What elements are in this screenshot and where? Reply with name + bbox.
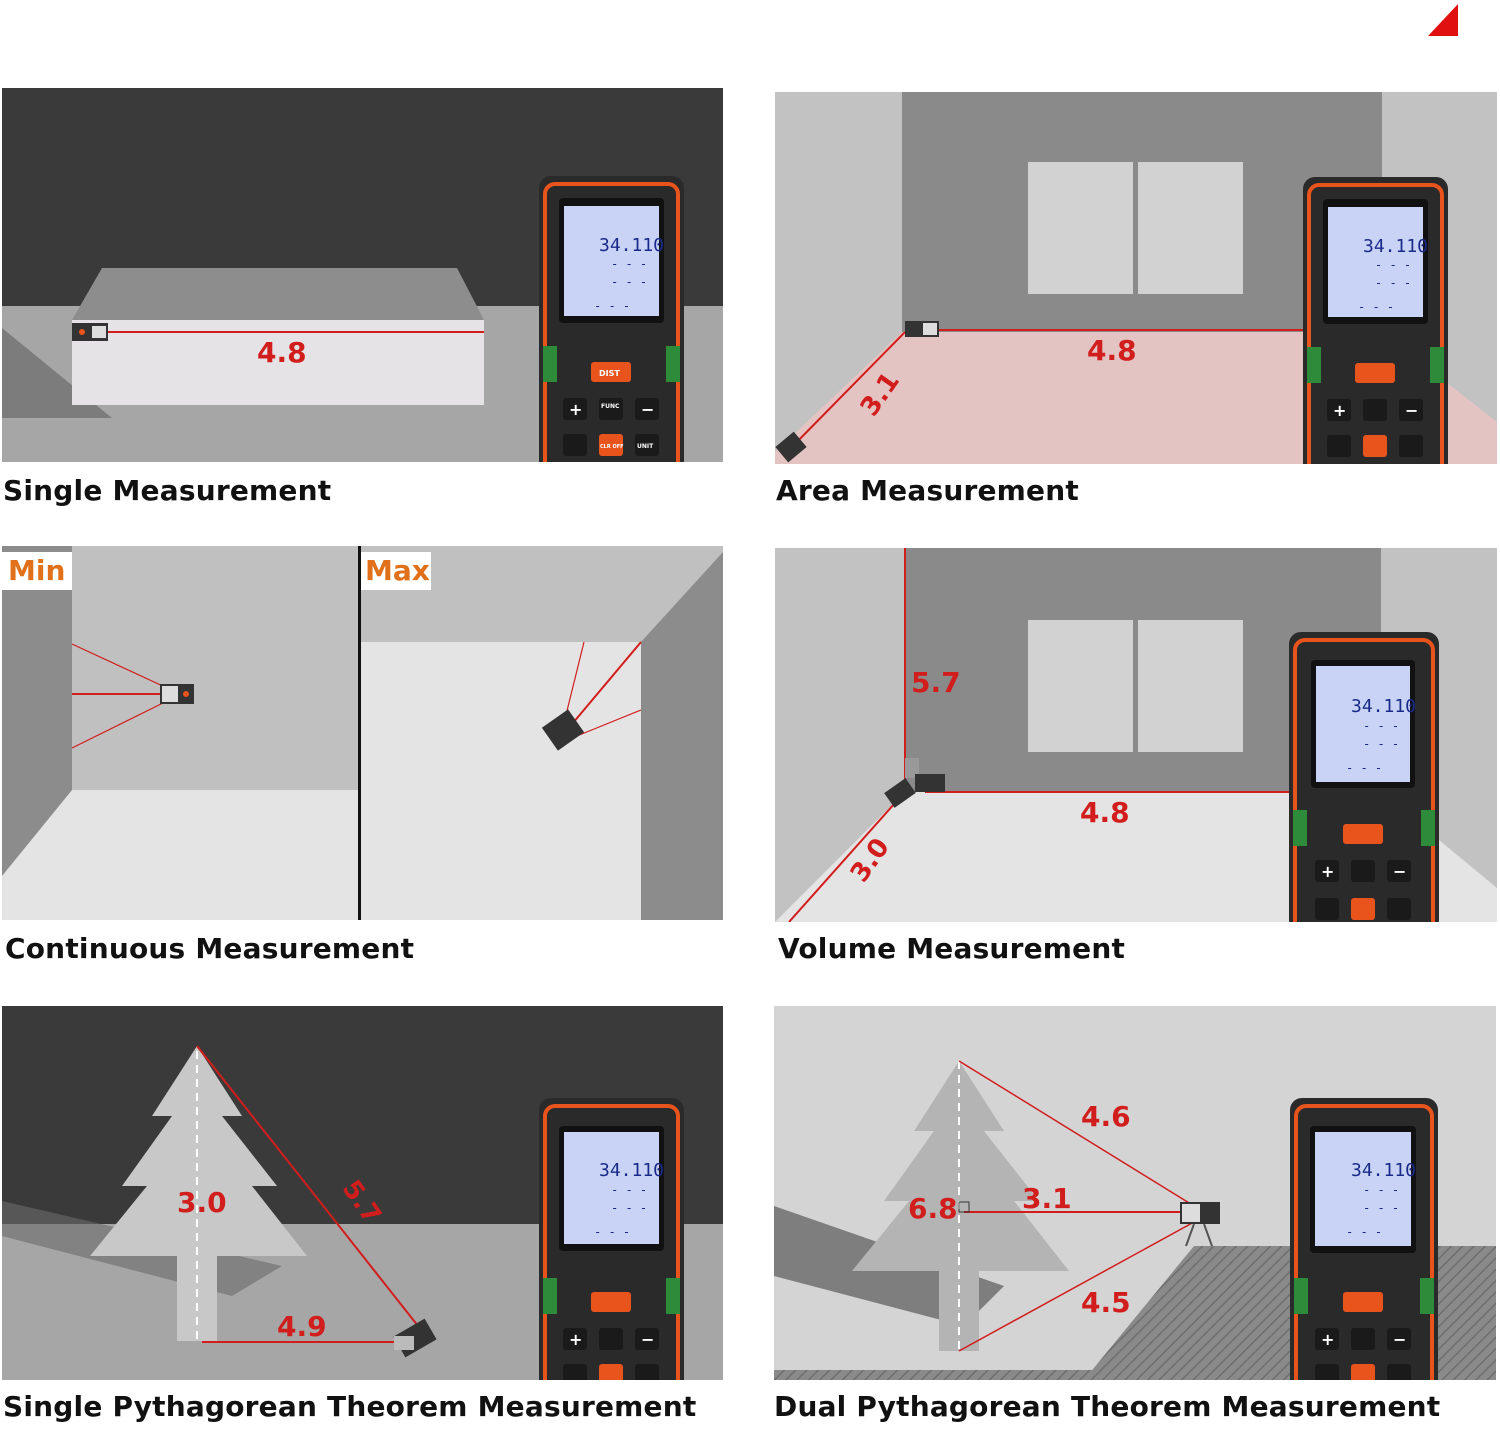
svg-text:- - -: - - - — [1346, 1225, 1382, 1239]
caption-single-pythagorean: Single Pythagorean Theorem Measurement — [3, 1390, 697, 1423]
svg-text:- - -: - - - — [611, 1201, 647, 1215]
laser-meter-device: 34.110 - - - - - - - - - DIST + FUNC − C… — [539, 176, 684, 462]
svg-text:+: + — [1333, 401, 1346, 420]
svg-text:−: − — [1393, 1330, 1406, 1349]
svg-text:- - -: - - - — [611, 257, 647, 271]
svg-text:- - -: - - - — [1346, 761, 1382, 775]
tree-shape — [90, 1046, 307, 1341]
caption-continuous-measurement: Continuous Measurement — [5, 932, 415, 965]
panel-single-measurement: 4.8 34.110 - - - - - - - - - DIST + FUNC… — [2, 88, 723, 462]
svg-text:+: + — [569, 1330, 582, 1349]
svg-text:- - -: - - - — [1363, 719, 1399, 733]
lcd-reading: 34.110 — [599, 1160, 664, 1181]
clr-key-label: CLR OFF — [600, 444, 624, 450]
single-length-label: 4.8 — [257, 336, 307, 369]
panel-single-pythagorean: 3.0 5.7 4.9 34.110 - - - - - - - - - + − — [2, 1006, 723, 1380]
svg-text:- - -: - - - — [1363, 1201, 1399, 1215]
dual-height-label: 6.8 — [908, 1192, 958, 1225]
panel-area-measurement: 4.8 3.1 34.110 - - - - - - - - - + − — [775, 92, 1497, 464]
dual-lower-label: 4.5 — [1081, 1286, 1131, 1319]
pyth-height-label: 3.0 — [177, 1186, 227, 1219]
svg-text:+: + — [1321, 862, 1334, 881]
svg-text:+: + — [1321, 1330, 1334, 1349]
panel-volume-measurement: 5.7 4.8 3.0 34.110 - - - - - - - - - + − — [775, 548, 1497, 922]
pyth-base-label: 4.9 — [277, 1310, 327, 1343]
svg-text:- - -: - - - — [611, 1183, 647, 1197]
svg-text:+: + — [569, 400, 582, 419]
lcd-reading: 34.110 — [1351, 1160, 1416, 1181]
volume-length-label: 4.8 — [1080, 796, 1130, 829]
svg-text:- - -: - - - — [611, 275, 647, 289]
svg-text:−: − — [1405, 401, 1418, 420]
dual-upper-label: 4.6 — [1081, 1100, 1131, 1133]
volume-height-label: 5.7 — [911, 666, 961, 699]
svg-text:- - -: - - - — [1358, 300, 1394, 314]
svg-text:- - -: - - - — [1363, 737, 1399, 751]
lcd-reading: 34.110 — [599, 235, 664, 256]
svg-text:- - -: - - - — [594, 299, 630, 313]
corner-red-mark — [1428, 4, 1458, 36]
svg-text:−: − — [1393, 862, 1406, 881]
min-label: Min — [8, 554, 65, 587]
lcd-reading: 34.110 — [1363, 236, 1428, 257]
svg-text:- - -: - - - — [1363, 1183, 1399, 1197]
panel-continuous-measurement: Min Max — [2, 546, 723, 920]
caption-volume-measurement: Volume Measurement — [778, 932, 1126, 965]
caption-single-measurement: Single Measurement — [3, 474, 332, 507]
svg-text:−: − — [641, 400, 654, 419]
lcd-reading: 34.110 — [1351, 696, 1416, 717]
svg-text:- - -: - - - — [1375, 258, 1411, 272]
svg-text:- - -: - - - — [1375, 276, 1411, 290]
unit-key-label: UNIT — [637, 443, 654, 450]
panel-dual-pythagorean: 4.6 3.1 4.5 6.8 34.110 - - - - - - - - -… — [774, 1006, 1496, 1380]
svg-text:−: − — [641, 1330, 654, 1349]
caption-dual-pythagorean: Dual Pythagorean Theorem Measurement — [774, 1390, 1441, 1423]
caption-area-measurement: Area Measurement — [776, 474, 1079, 507]
max-label: Max — [365, 554, 430, 587]
area-length-label: 4.8 — [1087, 334, 1137, 367]
func-key-label: FUNC — [601, 403, 620, 410]
svg-text:- - -: - - - — [594, 1225, 630, 1239]
dual-middle-label: 3.1 — [1022, 1182, 1072, 1215]
dist-key-label: DIST — [599, 369, 620, 378]
